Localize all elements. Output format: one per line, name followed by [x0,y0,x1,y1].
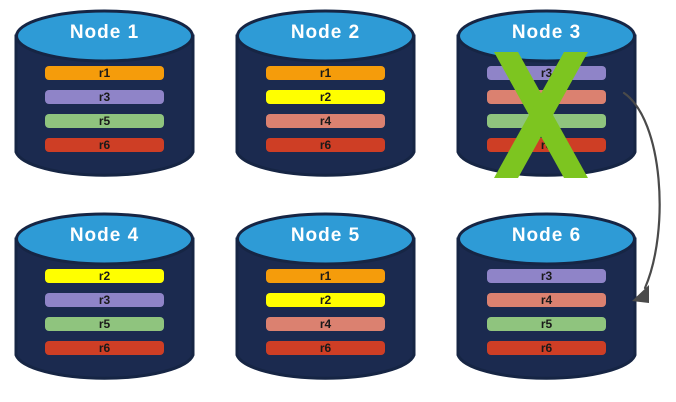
record-label: r5 [540,114,553,128]
record-label: r4 [319,114,332,128]
record-bar[interactable]: r1 [266,66,385,80]
record-label: r1 [98,66,111,80]
record-label: r2 [319,90,332,104]
record-label: r2 [98,269,111,283]
record-label: r6 [319,138,332,152]
record-bar[interactable]: r1 [266,269,385,283]
record-label: r6 [540,138,553,152]
record-bar[interactable]: r4 [266,317,385,331]
node-cylinder-3[interactable]: Node 3 r3 r4 r5 r6 [456,8,637,180]
node-cylinder-2[interactable]: Node 2 r1 r2 r4 r6 [235,8,416,180]
record-bar[interactable]: r3 [45,90,164,104]
record-bar[interactable]: r2 [45,269,164,283]
record-bar[interactable]: r6 [266,138,385,152]
record-bar[interactable]: r6 [487,138,606,152]
record-list-1: r1 r3 r5 r6 [45,66,164,162]
record-bar[interactable]: r3 [487,269,606,283]
record-label: r6 [540,341,553,355]
record-bar[interactable]: r5 [487,317,606,331]
record-bar[interactable]: r4 [266,114,385,128]
record-list-3: r3 r4 r5 r6 [487,66,606,162]
record-label: r5 [540,317,553,331]
node-cylinder-4[interactable]: Node 4 r2 r3 r5 r6 [14,211,195,383]
record-list-4: r2 r3 r5 r6 [45,269,164,365]
record-label: r2 [319,293,332,307]
node-cylinder-5[interactable]: Node 5 r1 r2 r4 r6 [235,211,416,383]
node-cylinder-1[interactable]: Node 1 r1 r3 r5 r6 [14,8,195,180]
record-label: r6 [319,341,332,355]
record-bar[interactable]: r6 [487,341,606,355]
record-label: r3 [98,293,111,307]
record-label: r3 [98,90,111,104]
record-bar[interactable]: r2 [266,90,385,104]
record-label: r4 [319,317,332,331]
record-label: r5 [98,317,111,331]
record-label: r5 [98,114,111,128]
record-bar[interactable]: r3 [45,293,164,307]
record-bar[interactable]: r2 [266,293,385,307]
record-list-2: r1 r2 r4 r6 [266,66,385,162]
record-bar[interactable]: r6 [45,138,164,152]
record-label: r3 [540,66,553,80]
record-list-6: r3 r4 r5 r6 [487,269,606,365]
record-label: r4 [540,293,553,307]
record-label: r6 [98,138,111,152]
record-bar[interactable]: r5 [45,114,164,128]
record-label: r3 [540,269,553,283]
record-bar[interactable]: r5 [45,317,164,331]
record-bar[interactable]: r6 [266,341,385,355]
record-bar[interactable]: r1 [45,66,164,80]
node-cylinder-6[interactable]: Node 6 r3 r4 r5 r6 [456,211,637,383]
record-list-5: r1 r2 r4 r6 [266,269,385,365]
record-bar[interactable]: r6 [45,341,164,355]
record-bar[interactable]: r4 [487,293,606,307]
record-bar[interactable]: r4 [487,90,606,104]
record-bar[interactable]: r5 [487,114,606,128]
record-bar[interactable]: r3 [487,66,606,80]
record-label: r1 [319,269,332,283]
record-label: r1 [319,66,332,80]
record-label: r4 [540,90,553,104]
record-label: r6 [98,341,111,355]
